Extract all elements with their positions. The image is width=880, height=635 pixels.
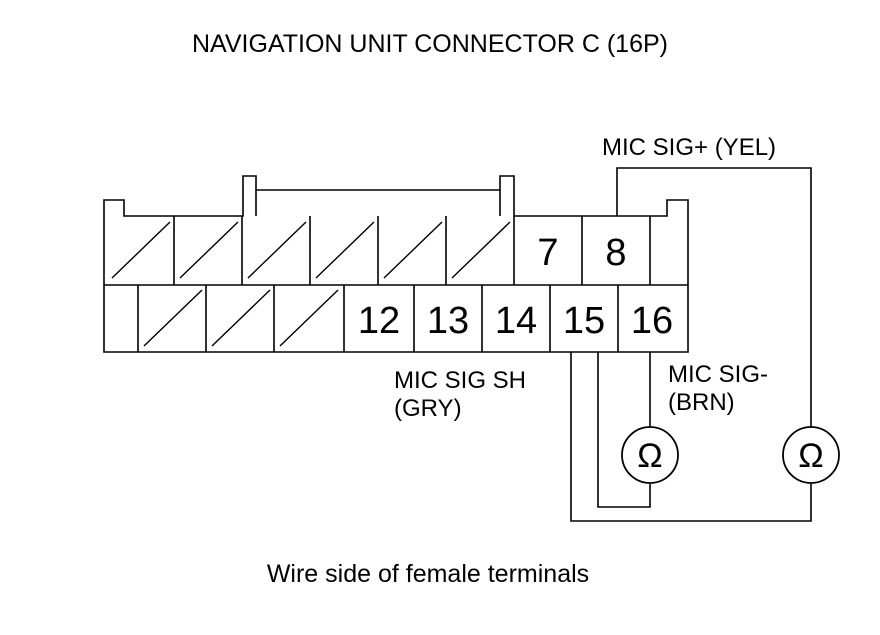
page-title: NAVIGATION UNIT CONNECTOR C (16P) [192,30,668,58]
pin-13: 13 [427,300,469,342]
label-mic-sig-sh-color: (GRY) [394,395,462,422]
bottom-row-cells [137,285,619,352]
ohm-icon: Ω [798,437,823,475]
diagram-caption: Wire side of female terminals [267,560,589,588]
label-mic-sig-plus: MIC SIG+ (YEL) [602,134,776,161]
connector-body [103,175,689,353]
pin-12: 12 [358,300,400,342]
unused-cavities-bottom [143,289,339,347]
pin-16: 16 [631,300,673,342]
unused-cavities-top [111,221,511,279]
pin-7: 7 [537,232,558,274]
pin-14: 14 [495,300,537,342]
pin-15: 15 [563,300,605,342]
label-mic-sig-minus-color: (BRN) [668,389,735,416]
top-row-cells [173,216,651,285]
label-mic-sig-sh: MIC SIG SH [394,367,526,394]
pin-8: 8 [605,232,626,274]
ohmmeter-left: Ω [621,426,679,484]
ohmmeter-right: Ω [782,426,840,484]
ohm-icon: Ω [637,437,662,475]
label-mic-sig-minus: MIC SIG- [668,361,768,388]
test-leads [570,167,812,522]
